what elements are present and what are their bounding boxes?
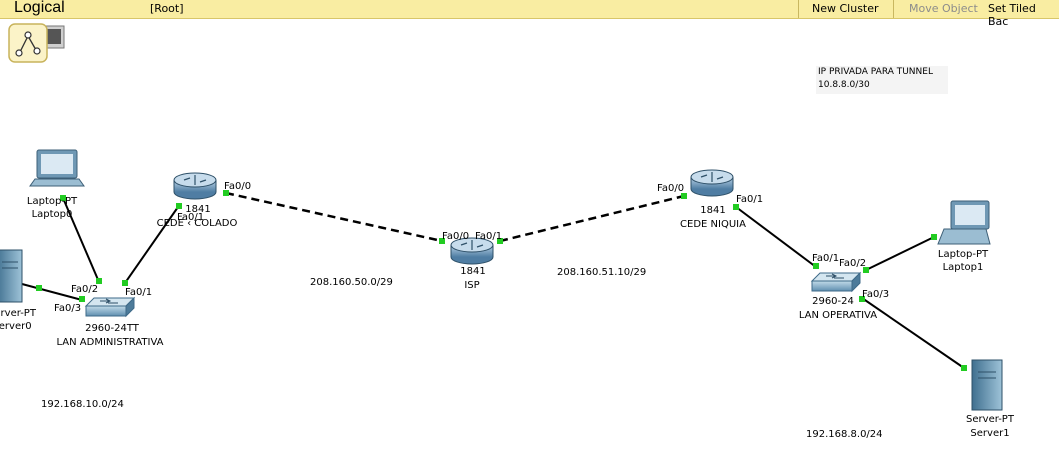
router-niquia-name: CEDE NIQUIA [680, 219, 746, 230]
status-dot [96, 278, 102, 284]
network-label-lan-admin: 192.168.10.0/24 [41, 399, 124, 410]
port-label: Fa0/0 [657, 183, 684, 194]
link-switch-router-colado[interactable] [124, 206, 179, 284]
tunnel-note[interactable]: IP PRIVADA PARA TUNNEL 10.8.8.0/30 [816, 66, 948, 94]
port-label: Fa0/3 [54, 303, 81, 314]
laptop0-device[interactable]: Laptop-PT Laptop0 [27, 149, 85, 220]
port-label: Fa0/2 [71, 284, 98, 295]
server1-model: Server-PT [966, 414, 1015, 425]
set-tiled-background-button[interactable]: Set Tiled Bac [988, 2, 1036, 28]
new-cluster-button[interactable]: New Cluster [812, 2, 879, 15]
router-colado-device[interactable]: 1841 CEDE ‹ COLADO [157, 172, 238, 229]
link-switch-server1[interactable] [861, 297, 965, 369]
network-label-wan1: 208.160.50.0/29 [310, 277, 393, 288]
status-dot [859, 296, 865, 302]
tunnel-note-subnet: 10.8.8.0/30 [818, 80, 870, 90]
status-dot [439, 238, 445, 244]
switch-admin-device[interactable]: 2960-24TT LAN ADMINISTRATIVA [56, 296, 164, 348]
status-dot [36, 285, 42, 291]
network-label-lan-operativa: 192.168.8.0/24 [806, 429, 883, 440]
port-labels: Fa0/2 Fa0/3 Fa0/1 Fa0/0 Fa0/1 Fa0/0 Fa0/… [54, 181, 889, 314]
router-icon [450, 237, 494, 265]
server0-device[interactable]: Server-PT Server0 [0, 249, 37, 332]
port-label: Fa0/2 [839, 258, 866, 269]
toolbar-divider [893, 0, 894, 18]
switch-operativa-name: LAN OPERATIVA [799, 310, 877, 321]
router-icon [690, 169, 734, 197]
link-laptop0-switch[interactable] [62, 197, 100, 283]
server0-name: Server0 [0, 321, 32, 332]
laptop1-device[interactable]: Laptop-PT Laptop1 [937, 200, 991, 273]
tunnel-note-title: IP PRIVADA PARA TUNNEL [818, 67, 933, 77]
move-object-button[interactable]: Move Object [909, 2, 978, 15]
root-breadcrumb[interactable]: [Root] [150, 2, 184, 15]
router-niquia-model: 1841 [700, 205, 725, 216]
port-label: Fa0/1 [177, 212, 204, 223]
network-label-wan2: 208.160.51.10/29 [557, 267, 646, 278]
laptop1-name: Laptop1 [943, 262, 984, 273]
link-isp-niquia[interactable] [499, 194, 685, 243]
links [21, 191, 965, 369]
link-niquia-switch[interactable] [735, 206, 817, 268]
switch-icon [810, 271, 862, 293]
server0-model: Server-PT [0, 308, 37, 319]
link-colado-isp[interactable] [225, 191, 443, 243]
status-dot [931, 234, 937, 240]
status-dot [79, 296, 85, 302]
server-icon [0, 249, 23, 303]
link-status-dots [36, 190, 967, 371]
toolbar-divider [798, 0, 799, 18]
status-dot [223, 190, 229, 196]
network-labels: 208.160.50.0/29 208.160.51.10/29 192.168… [41, 267, 883, 440]
switch-icon [84, 296, 136, 318]
router-isp-name: ISP [464, 280, 479, 291]
link-switch-laptop1[interactable] [865, 236, 935, 271]
workspace-toolbar: Logical [Root] New Cluster Move Object S… [0, 0, 1059, 28]
laptop-icon [937, 200, 991, 245]
link-server0-switch[interactable] [21, 283, 83, 301]
server-icon [971, 359, 1003, 411]
server1-name: Server1 [970, 428, 1009, 439]
status-dot [60, 195, 66, 201]
port-label: Fa0/0 [224, 181, 251, 192]
status-dot [681, 193, 687, 199]
status-dot [813, 263, 819, 269]
router-colado-model: 1841 [185, 204, 210, 215]
workspace-title: Logical [14, 0, 65, 16]
status-dot [863, 267, 869, 273]
status-dot [122, 280, 128, 286]
router-isp-device[interactable]: 1841 ISP [450, 237, 494, 291]
laptop1-model: Laptop-PT [938, 249, 989, 260]
switch-operativa-model: 2960-24 [812, 296, 854, 307]
server1-device[interactable]: Server-PT Server1 [966, 359, 1015, 439]
switch-admin-model: 2960-24TT [85, 323, 140, 334]
status-dot [497, 238, 503, 244]
switch-operativa-device[interactable]: 2960-24 LAN OPERATIVA [799, 271, 877, 321]
port-label: Fa0/1 [736, 194, 763, 205]
cluster-navigation-icon[interactable] [6, 22, 66, 64]
port-label: Fa0/3 [862, 289, 889, 300]
port-label: Fa0/1 [125, 287, 152, 298]
laptop0-name: Laptop0 [32, 209, 73, 220]
port-label: Fa0/0 [442, 231, 469, 242]
laptop0-model: Laptop-PT [27, 196, 78, 207]
router-colado-name: CEDE ‹ COLADO [157, 218, 238, 229]
router-icon [173, 172, 217, 200]
status-dot [176, 203, 182, 209]
laptop-icon [29, 149, 85, 187]
switch-admin-name: LAN ADMINISTRATIVA [56, 337, 163, 348]
port-label: Fa0/1 [475, 231, 502, 242]
port-label: Fa0/1 [812, 253, 839, 264]
status-dot [733, 204, 739, 210]
router-niquia-device[interactable]: 1841 CEDE NIQUIA [680, 169, 746, 230]
status-dot [961, 365, 967, 371]
router-isp-model: 1841 [460, 266, 485, 277]
